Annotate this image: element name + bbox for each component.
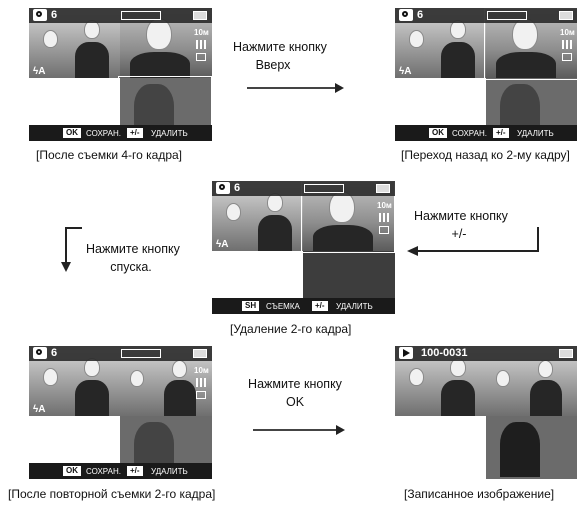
metering-icon [379, 226, 389, 234]
progress-bar [304, 184, 344, 193]
instruction-up: Нажмите кнопку Вверх [233, 40, 327, 72]
delete-label: УДАЛИТЬ [151, 467, 188, 476]
flash-auto-icon: ϟA [399, 66, 412, 77]
camera-mode-icon [33, 347, 47, 359]
metering-icon [196, 53, 206, 61]
battery-icon [559, 349, 573, 358]
caption-1: [После съемки 4-го кадра] [36, 148, 183, 162]
button-hint-bar: OK СОХРАН. +/- УДАЛИТЬ [29, 125, 212, 141]
progress-bar [121, 349, 161, 358]
photo-3-blank [395, 416, 486, 479]
delete-key: +/- [127, 466, 143, 476]
quality-icon [562, 40, 572, 49]
arrow-right-2 [253, 425, 345, 435]
caption-5: [Записанное изображение] [404, 487, 555, 501]
battery-icon [376, 184, 390, 193]
metering-icon [562, 53, 572, 61]
shot-count: 6 [51, 347, 58, 359]
quality-icon [379, 213, 389, 222]
button-hint-bar: SH СЪЕМКА +/- УДАЛИТЬ [212, 298, 395, 314]
battery-icon [193, 349, 207, 358]
delete-key: +/- [312, 301, 328, 311]
camera-mode-icon [33, 9, 47, 21]
metering-icon [196, 391, 206, 399]
ok-key: OK [63, 128, 81, 138]
shot-count: 6 [234, 182, 241, 194]
photo-1 [395, 346, 486, 416]
flash-auto-icon: ϟA [216, 239, 229, 250]
battery-icon [193, 11, 207, 20]
resolution-label: 10м [194, 366, 209, 375]
save-label: СОХРАН. [86, 129, 121, 138]
shot-count: 6 [51, 9, 58, 21]
quality-icon [196, 378, 206, 387]
resolution-label: 10м [377, 201, 392, 210]
ok-key: OK [63, 466, 81, 476]
arrow-right-1 [247, 83, 344, 93]
shot-count: 6 [417, 9, 424, 21]
shutter-key: SH [242, 301, 260, 311]
arrow-down-left [61, 227, 82, 272]
flash-auto-icon: ϟA [33, 404, 46, 415]
delete-key: +/- [127, 128, 143, 138]
battery-icon [559, 11, 573, 20]
save-label: СОХРАН. [452, 129, 487, 138]
caption-3: [Удаление 2-го кадра] [230, 322, 352, 336]
caption-4: [После повторной съемки 2-го кадра] [8, 487, 216, 501]
save-label: СОХРАН. [86, 467, 121, 476]
instruction-shutter: Нажмите кнопку спуска. [86, 242, 180, 274]
delete-key: +/- [493, 128, 509, 138]
photo-4 [486, 416, 577, 479]
instruction-plusminus: Нажмите кнопку +/- [414, 209, 508, 241]
progress-bar [121, 11, 161, 20]
quality-icon [196, 40, 206, 49]
camera-screen-4: 6 10м ϟA OK СОХРАН. +/- УДАЛИТЬ [29, 346, 212, 479]
file-number: 100-0031 [421, 347, 468, 359]
caption-2: [Переход назад ко 2-му кадру] [401, 148, 570, 162]
delete-label: УДАЛИТЬ [517, 129, 554, 138]
resolution-label: 10м [194, 28, 209, 37]
playback-mode-icon [399, 347, 413, 359]
delete-label: УДАЛИТЬ [151, 129, 188, 138]
camera-mode-icon [399, 9, 413, 21]
arrow-left-back [407, 227, 539, 256]
instruction-ok: Нажмите кнопку OK [248, 377, 342, 409]
camera-screen-3: 6 10м ϟA SH СЪЕМКА +/- УДАЛИТЬ [212, 181, 395, 314]
camera-mode-icon [216, 182, 230, 194]
button-hint-bar: OK СОХРАН. +/- УДАЛИТЬ [29, 463, 212, 479]
button-hint-bar: OK СОХРАН. +/- УДАЛИТЬ [395, 125, 577, 141]
shoot-label: СЪЕМКА [266, 302, 300, 311]
camera-screen-2: 6 10м ϟA OK СОХРАН. +/- УДАЛИТЬ [395, 8, 577, 141]
ok-key: OK [429, 128, 447, 138]
flash-auto-icon: ϟA [33, 66, 46, 77]
delete-label: УДАЛИТЬ [336, 302, 373, 311]
progress-bar [487, 11, 527, 20]
camera-screen-1: 6 10м ϟA OK СОХРАН. +/- УДАЛИТЬ [29, 8, 212, 141]
camera-screen-5: 100-0031 [395, 346, 577, 479]
resolution-label: 10м [560, 28, 575, 37]
